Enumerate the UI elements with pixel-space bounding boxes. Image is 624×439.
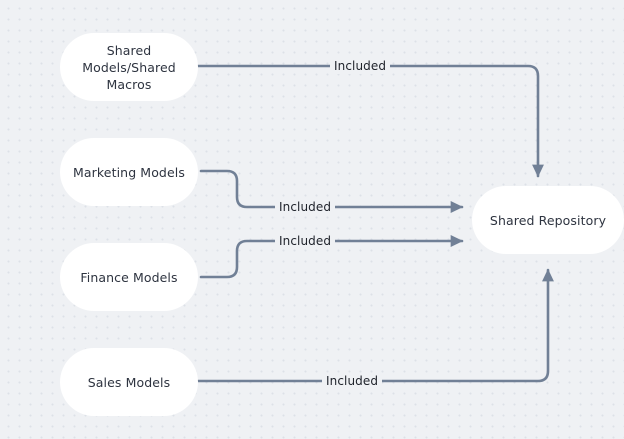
- node-shared-repository-label: Shared Repository: [489, 212, 607, 228]
- edge-label-shared-models: Included: [330, 58, 391, 74]
- node-shared-models-label-line-2: Models/Shared: [82, 59, 176, 75]
- node-sales-models-label: Sales Models: [87, 374, 171, 390]
- node-shared-models-label-line-3: Macros: [106, 76, 152, 92]
- edge-label-marketing-models: Included: [275, 199, 336, 215]
- node-shared-models[interactable]: Shared Models/Shared Macros: [60, 33, 198, 101]
- node-finance-models[interactable]: Finance Models: [60, 243, 198, 311]
- edge-path-finance-models: [199, 235, 464, 279]
- node-shared-models-label-line-1: Shared: [106, 42, 152, 58]
- edge-path-shared-models: [196, 64, 544, 178]
- node-shared-models-label: Shared Models/Shared Macros: [82, 42, 176, 93]
- node-marketing-models[interactable]: Marketing Models: [60, 138, 198, 206]
- edge-path-sales-models: [196, 268, 554, 383]
- edge-path-marketing-models: [199, 169, 464, 213]
- edge-label-finance-models: Included: [275, 233, 336, 249]
- node-sales-models[interactable]: Sales Models: [60, 348, 198, 416]
- node-shared-repository[interactable]: Shared Repository: [472, 186, 624, 254]
- node-marketing-models-label: Marketing Models: [73, 164, 185, 180]
- node-finance-models-label: Finance Models: [80, 269, 178, 285]
- edge-label-sales-models: Included: [322, 373, 383, 389]
